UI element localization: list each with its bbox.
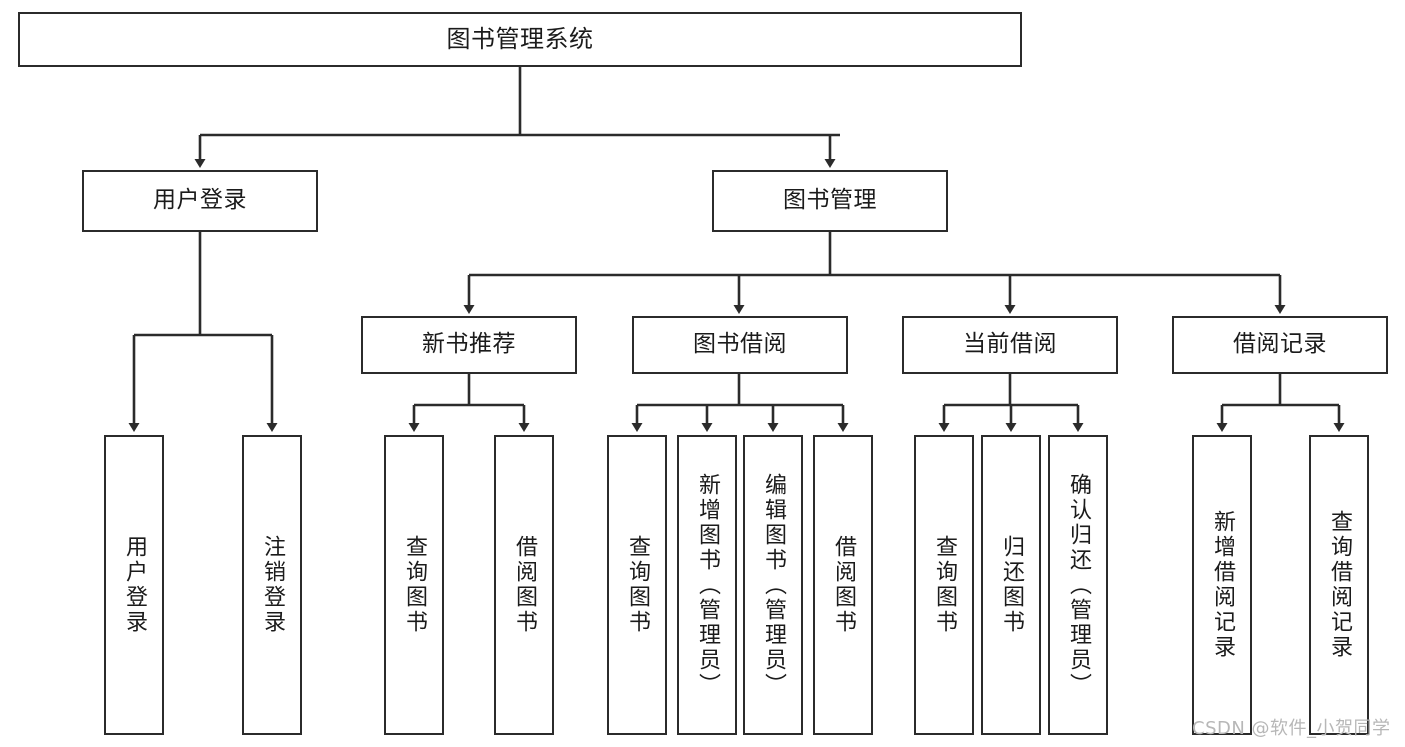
node-label: 确认归还（管理员） — [1066, 472, 1091, 698]
node-leaf-return-book[interactable]: 归还图书 — [981, 435, 1041, 735]
node-root-system[interactable]: 图书管理系统 — [18, 12, 1022, 67]
node-leaf-query-book-2[interactable]: 查询图书 — [607, 435, 667, 735]
node-label: 用户登录 — [122, 535, 147, 635]
node-label: 查询图书 — [932, 535, 957, 635]
node-leaf-query-record[interactable]: 查询借阅记录 — [1309, 435, 1369, 735]
node-leaf-logout[interactable]: 注销登录 — [242, 435, 302, 735]
node-label: 查询借阅记录 — [1327, 510, 1352, 660]
node-new-book-recommend[interactable]: 新书推荐 — [361, 316, 577, 374]
node-current-borrow[interactable]: 当前借阅 — [902, 316, 1118, 374]
node-user-login[interactable]: 用户登录 — [82, 170, 318, 232]
node-label: 注销登录 — [260, 535, 285, 635]
node-label: 查询图书 — [625, 535, 650, 635]
node-label: 新增借阅记录 — [1210, 510, 1235, 660]
node-book-management[interactable]: 图书管理 — [712, 170, 948, 232]
node-label: 查询图书 — [402, 535, 427, 635]
node-label: 新增图书（管理员） — [695, 472, 720, 698]
node-label: 图书借阅 — [693, 331, 787, 358]
node-borrow-record[interactable]: 借阅记录 — [1172, 316, 1388, 374]
node-label: 借阅图书 — [831, 535, 856, 635]
node-leaf-borrow-book-1[interactable]: 借阅图书 — [494, 435, 554, 735]
node-leaf-add-book[interactable]: 新增图书（管理员） — [677, 435, 737, 735]
node-leaf-query-book-1[interactable]: 查询图书 — [384, 435, 444, 735]
node-leaf-confirm-return[interactable]: 确认归还（管理员） — [1048, 435, 1108, 735]
node-leaf-edit-book[interactable]: 编辑图书（管理员） — [743, 435, 803, 735]
node-leaf-query-book-3[interactable]: 查询图书 — [914, 435, 974, 735]
node-label: 借阅记录 — [1233, 331, 1327, 358]
node-label: 新书推荐 — [422, 331, 516, 358]
node-book-borrow[interactable]: 图书借阅 — [632, 316, 848, 374]
node-label: 当前借阅 — [963, 331, 1057, 358]
node-leaf-user-login[interactable]: 用户登录 — [104, 435, 164, 735]
watermark-text: CSDN @软件_小贺同学 — [1192, 718, 1391, 739]
node-label: 编辑图书（管理员） — [761, 472, 786, 698]
node-label: 图书管理 — [783, 187, 877, 214]
node-label: 用户登录 — [153, 187, 247, 214]
node-leaf-add-record[interactable]: 新增借阅记录 — [1192, 435, 1252, 735]
node-leaf-borrow-book-2[interactable]: 借阅图书 — [813, 435, 873, 735]
node-label: 图书管理系统 — [446, 25, 594, 54]
node-label: 归还图书 — [999, 535, 1024, 635]
node-label: 借阅图书 — [512, 535, 537, 635]
